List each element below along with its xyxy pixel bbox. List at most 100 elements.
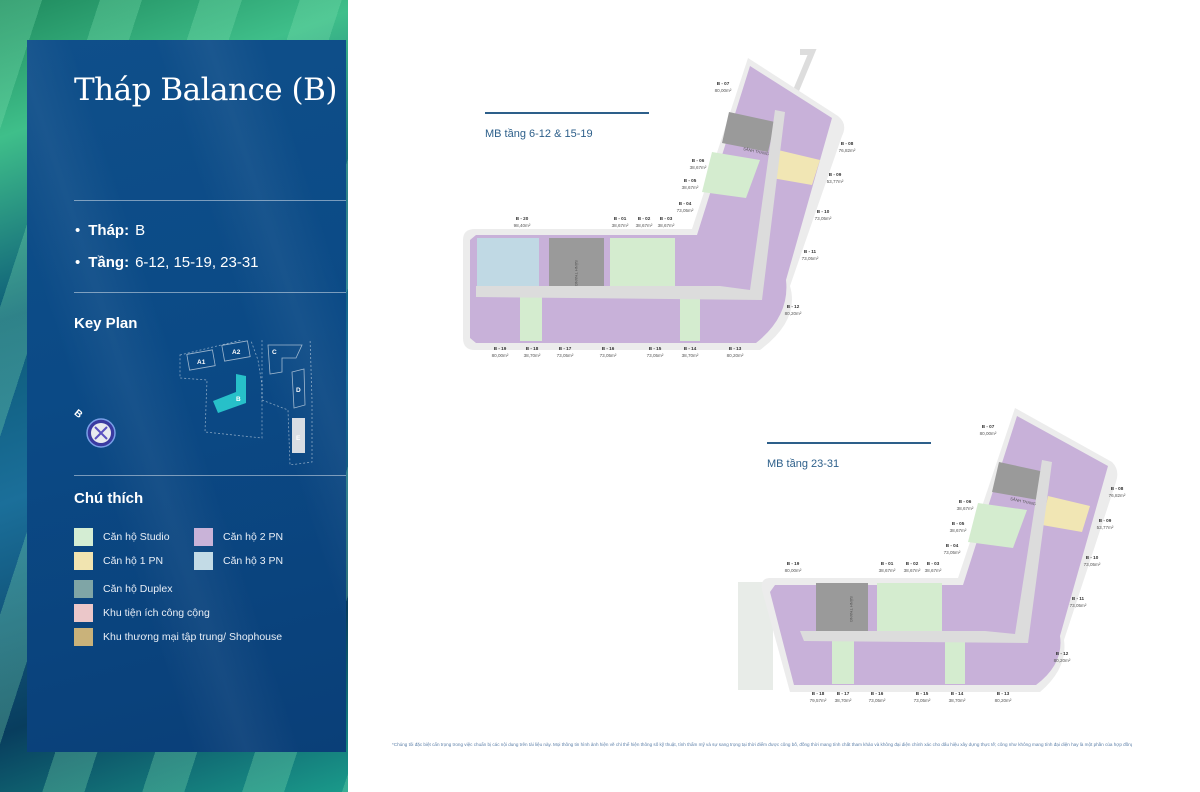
legend-item: Căn hộ 3 PN [194, 552, 283, 570]
unit-area: 38,67m² [658, 223, 675, 228]
unit-id: B - 16 [602, 346, 615, 351]
unit-id: B - 20 [516, 216, 529, 221]
unit-1pn [1042, 496, 1090, 532]
floor-plan-1: SẢNH THANG SẢNH THANG [463, 49, 845, 350]
unit-area: 38,67m² [636, 223, 653, 228]
unit-area: 73,05m² [1084, 562, 1101, 567]
unit-area: 73,05m² [815, 216, 832, 221]
floor-plan-2: SẢNH THANG SẢNH THANG [738, 408, 1118, 692]
unit-studio [520, 297, 542, 341]
unit-id: B - 19 [494, 346, 507, 351]
elevator-core [992, 462, 1045, 500]
legend-label: Căn hộ Studio [103, 531, 170, 543]
unit-area: 80,20m² [1054, 658, 1071, 663]
unit-id: B - 13 [997, 691, 1010, 696]
unit-area: 38,70m² [949, 698, 966, 703]
tower-label: E [296, 435, 301, 442]
unit-studio [610, 238, 675, 286]
unit-studio [877, 583, 942, 631]
legend-label: Căn hộ 3 PN [223, 555, 284, 567]
legend-item: Căn hộ 2 PN [194, 528, 283, 546]
unit-id: B - 09 [829, 172, 842, 177]
unit-id: B - 04 [679, 201, 692, 206]
unit-id: B - 03 [927, 561, 940, 566]
unit-id: B - 15 [916, 691, 929, 696]
unit-id: B - 03 [660, 216, 673, 221]
unit-id: B - 18 [526, 346, 539, 351]
plan-title-2: MB tầng 23-31 [767, 458, 840, 470]
unit-id: B - 08 [841, 141, 854, 146]
unit-id: B - 12 [787, 304, 800, 309]
unit-id: B - 02 [906, 561, 919, 566]
divider [74, 475, 346, 476]
unit-area: 73,05m² [914, 698, 931, 703]
unit-id: B - 01 [881, 561, 894, 566]
legend-item: Căn hộ Studio [74, 528, 170, 546]
unit-area: 98,40m² [514, 223, 531, 228]
unit-id: B - 17 [837, 691, 850, 696]
info-tower: •Tháp:B [75, 222, 146, 239]
unit-area: 80,20m² [785, 311, 802, 316]
unit-area: 76,82m² [1109, 493, 1126, 498]
unit-id: B - 06 [959, 499, 972, 504]
unit-area: 73,05m² [600, 353, 617, 358]
page-title: Tháp Balance (B) [74, 72, 337, 108]
legend-item: Căn hộ 1 PN [74, 552, 163, 570]
unit-area: 73,05m² [802, 256, 819, 261]
unit-id: B - 12 [1056, 651, 1069, 656]
tower-label: A1 [197, 359, 206, 366]
legend-label: Khu thương mại tập trung/ Shophouse [103, 631, 283, 643]
unit-studio [945, 640, 965, 684]
unit-area: 38,67m² [950, 528, 967, 533]
tower-label: A2 [232, 349, 241, 356]
tower-label: D [296, 387, 301, 394]
divider [74, 292, 346, 293]
unit-1pn [772, 150, 820, 185]
unit-studio [832, 640, 854, 684]
unit-area: 38,67m² [925, 568, 942, 573]
legend-label: Căn hộ 1 PN [103, 555, 164, 567]
legend-swatch [74, 528, 93, 546]
unit-id: B - 08 [1111, 486, 1124, 491]
unit-area: 38,67m² [957, 506, 974, 511]
lobby-label: SẢNH THANG [1010, 496, 1037, 506]
unit-id: B - 17 [559, 346, 572, 351]
legend-heading: Chú thích [74, 490, 144, 507]
legend-swatch [74, 628, 93, 646]
legend-item: Khu thương mại tập trung/ Shophouse [74, 628, 282, 646]
unit-area: 73,05m² [869, 698, 886, 703]
unit-id: B - 10 [817, 209, 830, 214]
legend-swatch [194, 528, 213, 546]
key-plan-heading: Key Plan [74, 315, 138, 332]
unit-id: B - 16 [871, 691, 884, 696]
elevator-core [722, 112, 775, 152]
unit-id: B - 02 [638, 216, 651, 221]
unit-id: B - 05 [952, 521, 965, 526]
tower-e-block [292, 418, 305, 453]
unit-id: B - 13 [729, 346, 742, 351]
unit-area: 80,00m² [785, 568, 802, 573]
divider [74, 200, 346, 201]
tower-label: C [272, 349, 277, 356]
unit-area: 80,00m² [715, 88, 732, 93]
plan-title-rule [485, 112, 649, 114]
unit-area: 80,20m² [727, 353, 744, 358]
key-plan-map: A1 A2 C B D E B [72, 340, 313, 465]
unit-id: B - 09 [1099, 518, 1112, 523]
info-floors: •Tầng:6-12, 15-19, 23-31 [75, 254, 259, 271]
legend-swatch [74, 552, 93, 570]
lobby-label: SẢNH THANG [743, 146, 770, 156]
unit-area: 38,67m² [879, 568, 896, 573]
legend-label: Khu tiện ích công cộng [103, 607, 210, 619]
unit-id: B - 07 [717, 81, 730, 86]
unit-id: B - 11 [804, 249, 817, 254]
unit-studio [702, 152, 760, 198]
unit-area: 73,05m² [677, 208, 694, 213]
unit-area: 38,67m² [682, 185, 699, 190]
unit-id: B - 19 [787, 561, 800, 566]
plan-title-rule [767, 442, 931, 444]
tower-label: B [236, 396, 241, 403]
unit-area: 73,05m² [647, 353, 664, 358]
